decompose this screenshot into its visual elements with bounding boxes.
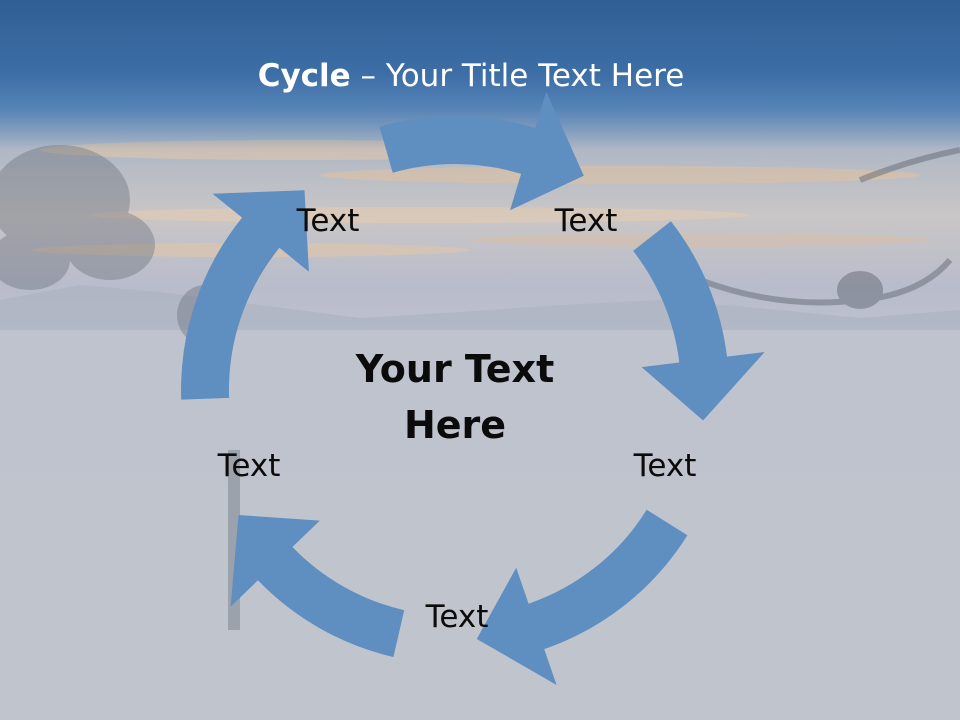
node-label-right: Text	[633, 448, 697, 484]
cycle-arrow-right	[633, 221, 765, 421]
cycle-arrow-bottom-left	[230, 515, 405, 657]
title-rest: – Your Title Text Here	[350, 58, 685, 94]
center-text: Your Text Here	[355, 347, 555, 447]
slide-title: Cycle – Your Title Text Here	[0, 56, 942, 96]
node-label-top-left: Text	[296, 203, 360, 239]
title-bold: Cycle	[257, 58, 351, 94]
node-label-left: Text	[217, 448, 281, 484]
cycle-arrow-left	[181, 190, 309, 400]
node-label-top-right: Text	[554, 203, 618, 239]
node-label-bottom: Text	[425, 599, 489, 635]
cycle-arrow-bottom-right	[476, 509, 688, 685]
branch-silhouette	[698, 147, 960, 309]
cycle-arrow-top	[379, 91, 584, 211]
